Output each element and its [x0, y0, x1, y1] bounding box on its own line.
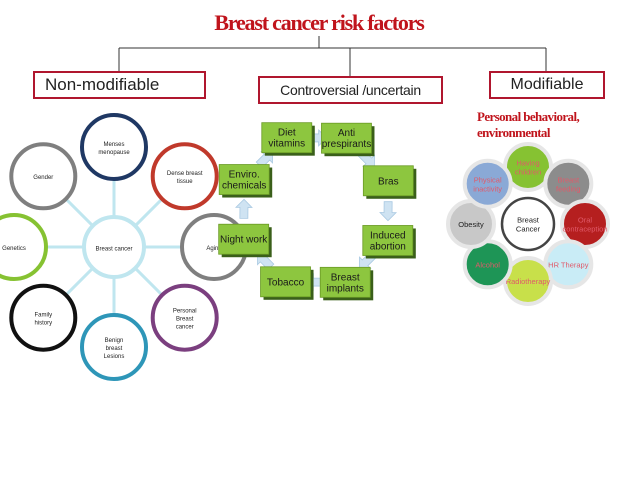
node-menses-menopause [80, 113, 148, 181]
center-node [82, 215, 146, 279]
node-dense-breast-tissue [150, 142, 219, 211]
category-modifiable: Modifiable [489, 71, 605, 99]
spoke-family-history [64, 267, 94, 297]
cycle-arrow [379, 201, 398, 222]
node-personal-breast-cancer [150, 283, 219, 352]
node-physical-inactivity [462, 158, 513, 209]
center-node [500, 196, 556, 252]
category-non-modifiable: Non-modifiable [33, 71, 206, 99]
cycle-label-night-work: Night work [220, 235, 268, 246]
node-genetics [0, 213, 48, 281]
node-family-history [9, 283, 78, 352]
cycle-label-bras: Bras [378, 176, 399, 187]
cycle-node-tobacco: Tobacco [260, 266, 314, 300]
label-obesity: Obesity [458, 220, 484, 229]
cycle-arrow [234, 198, 253, 219]
cycle-label-tobacco: Tobacco [267, 277, 305, 288]
label-hr-therapy: HR Therapy [548, 260, 589, 269]
spoke-gender [64, 197, 94, 227]
label-gender: Gender [33, 175, 53, 181]
category-controversial: Controversial /uncertain [258, 76, 443, 104]
cycle-node-night-work: Night work [218, 223, 272, 258]
modifiable-subtitle: Personal behavioral, environmental [477, 109, 580, 140]
spoke-dense-breast-tissue [134, 197, 164, 227]
page-title: Breast cancer risk factors [214, 10, 425, 35]
spoke-personal-breast-cancer [134, 267, 164, 297]
node-benign-breast-lesions [80, 313, 148, 381]
cycle-node-bras: Bras [362, 165, 417, 199]
label-radiotherapy: Radiotherapy [506, 277, 551, 286]
label-aging: Aging [206, 246, 221, 252]
cycle-label-enviro-chemicals: Enviro.chemicals [222, 170, 266, 192]
cycle-node-enviro-chemicals: Enviro.chemicals [218, 164, 273, 198]
label-alcohol: Alcohol [475, 260, 500, 269]
label-genetics: Genetics [2, 246, 26, 252]
node-gender [9, 142, 78, 211]
center-label: Breast cancer [95, 247, 132, 253]
